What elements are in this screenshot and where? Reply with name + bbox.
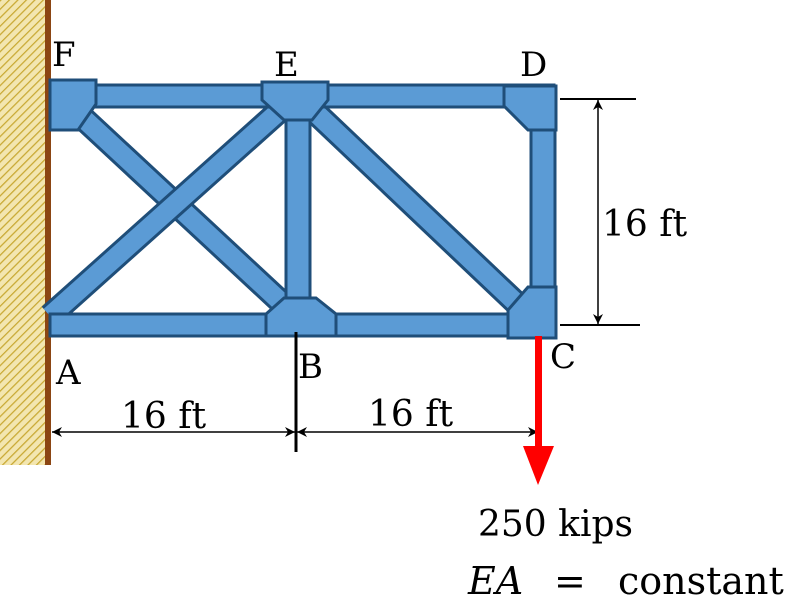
node-label-d: D (520, 45, 547, 85)
node-labels: F E D A B C (52, 35, 576, 393)
load-label: 250 kips (478, 504, 633, 545)
member-dc (529, 98, 557, 320)
node-label-a: A (55, 353, 81, 393)
gusset-f (48, 78, 98, 132)
gusset-e (260, 80, 330, 122)
gusset-c (506, 285, 558, 340)
wall-hatching (0, 0, 46, 465)
member-eb (284, 98, 312, 320)
wall-face (45, 0, 51, 465)
node-label-f: F (52, 35, 76, 75)
dimension-label-cd: 16 ft (602, 204, 688, 245)
node-label-c: C (550, 337, 576, 377)
property-equals: = (554, 559, 586, 603)
gusset-b (264, 296, 338, 338)
property-note: EA = constant (467, 559, 784, 603)
wall-support (0, 0, 51, 465)
dimension-label-ab: 16 ft (121, 396, 207, 437)
applied-load: 250 kips (478, 336, 633, 545)
gusset-d (502, 84, 558, 132)
dimension-label-bc: 16 ft (368, 394, 454, 435)
horizontal-dimensions: 16 ft 16 ft (52, 332, 538, 452)
gusset-plates (48, 78, 558, 340)
property-symbol: EA (467, 559, 523, 603)
vertical-dimension: 16 ft (560, 98, 688, 326)
load-arrow-head (523, 446, 554, 485)
node-label-e: E (274, 45, 299, 85)
load-arrow-shaft (535, 336, 542, 454)
property-value: constant (618, 559, 784, 603)
node-label-b: B (298, 347, 323, 387)
